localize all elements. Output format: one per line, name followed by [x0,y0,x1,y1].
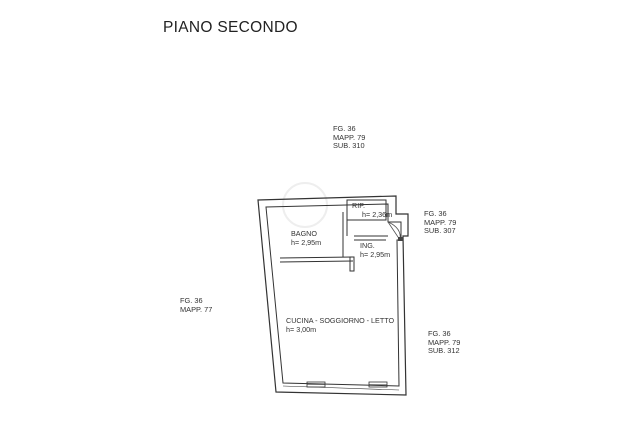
parcel-left-mapp: MAPP. 77 [180,304,213,314]
bathroom-wall-east [342,212,348,257]
parcel-left-fg: FG. 36 [180,296,203,305]
room-cucina-height: h= 3,00m [286,324,317,334]
bathroom-wall-south [279,256,354,263]
room-ingresso-height: h= 2,95m [360,249,391,259]
parcel-bottom-sub: SUB. 312 [428,346,460,356]
parcel-right-sub: SUB. 307 [424,226,456,236]
room-ripostiglio-name: RIP. [352,201,366,210]
parcel-top: FG. 36 MAPP. 79 SUB. 310 [333,124,366,151]
parcel-top-sub: SUB. 310 [333,141,365,151]
room-cucina-name: CUCINA - SOGGIORNO - LETTO [286,316,395,325]
bathroom-wall-end [349,256,355,272]
storage-room-wall [346,199,387,221]
room-bagno-height: h= 2,95m [291,237,322,247]
parcel-left: FG. 36 MAPP. 77 [180,296,213,314]
parcel-bottom: FG. 36 MAPP. 79 SUB. 312 [428,329,461,356]
room-ripostiglio-height: h= 2,36m [362,209,393,219]
watermark-mark [282,182,328,228]
parcel-bottom-fg: FG. 36 [428,329,451,338]
outer-wall [257,195,409,396]
room-bagno: BAGNO h= 2,95m [291,229,322,247]
parcel-top-fg: FG. 36 [333,124,356,133]
room-bagno-name: BAGNO [291,229,317,238]
corridor-wall [354,235,388,241]
room-ripostiglio: RIP. h= 2,36m [352,201,393,219]
parcel-right-mapp: MAPP. 79 [424,217,457,227]
parcel-top-mapp: MAPP. 79 [333,132,366,142]
room-cucina: CUCINA - SOGGIORNO - LETTO h= 3,00m [286,316,395,334]
parcel-right: FG. 36 MAPP. 79 SUB. 307 [424,209,457,236]
inner-wall [265,203,402,387]
exterior-mark [398,237,403,241]
floor-title: PIANO SECONDO [163,19,298,36]
room-ingresso-name: ING. [360,241,375,250]
room-ingresso: ING. h= 2,95m [360,241,391,259]
floor-edge [282,385,400,391]
parcel-right-fg: FG. 36 [424,209,447,218]
parcel-bottom-mapp: MAPP. 79 [428,337,461,347]
